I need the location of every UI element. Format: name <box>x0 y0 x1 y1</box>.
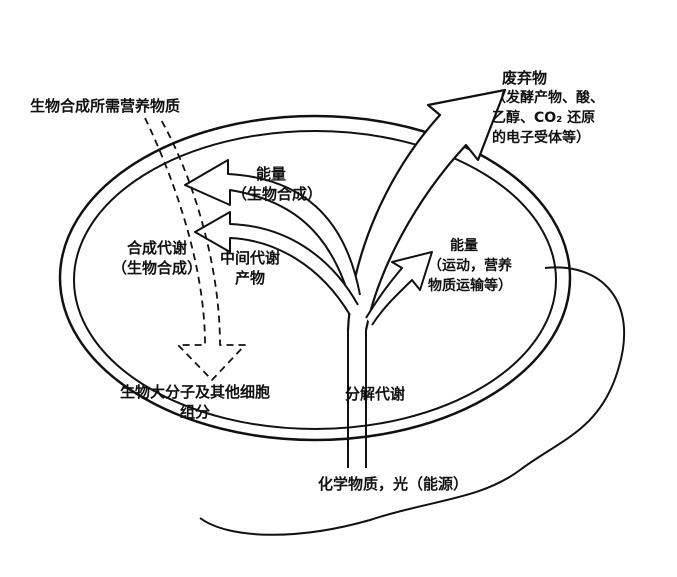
energy-biosynthesis-label: 能量 （生物合成） <box>232 165 323 203</box>
anabolism-label: 合成代谢 （生物合成） <box>112 239 203 277</box>
energy-other-label: 能量 （运动，营养 物质运输等） <box>428 238 512 294</box>
energy-biosynthesis-arrow <box>184 159 361 301</box>
energy-source-label: 化学物质，光（能源） <box>318 475 469 493</box>
cell-membrane-outer <box>58 114 572 442</box>
catabolism-stem <box>347 330 367 468</box>
anabolism-dashed-arrow <box>144 117 246 381</box>
flagellum-curve <box>199 266 626 536</box>
energy-other-arrow <box>365 251 433 326</box>
cell-membrane-inner <box>73 130 557 430</box>
waste-label: 废弃物 （发酵产物、酸、 乙醇、CO₂ 还原 的电子受体等） <box>492 69 604 146</box>
nutrients-label: 生物合成所需营养物质 <box>30 97 181 115</box>
catabolism-label: 分解代谢 <box>345 385 406 403</box>
macromolecules-label: 生物大分子及其他细胞 组分 <box>120 383 271 421</box>
waste-arrow <box>346 88 507 331</box>
intermediate-arrow <box>194 211 359 316</box>
intermediate-label: 中间代谢 产物 <box>220 249 281 287</box>
